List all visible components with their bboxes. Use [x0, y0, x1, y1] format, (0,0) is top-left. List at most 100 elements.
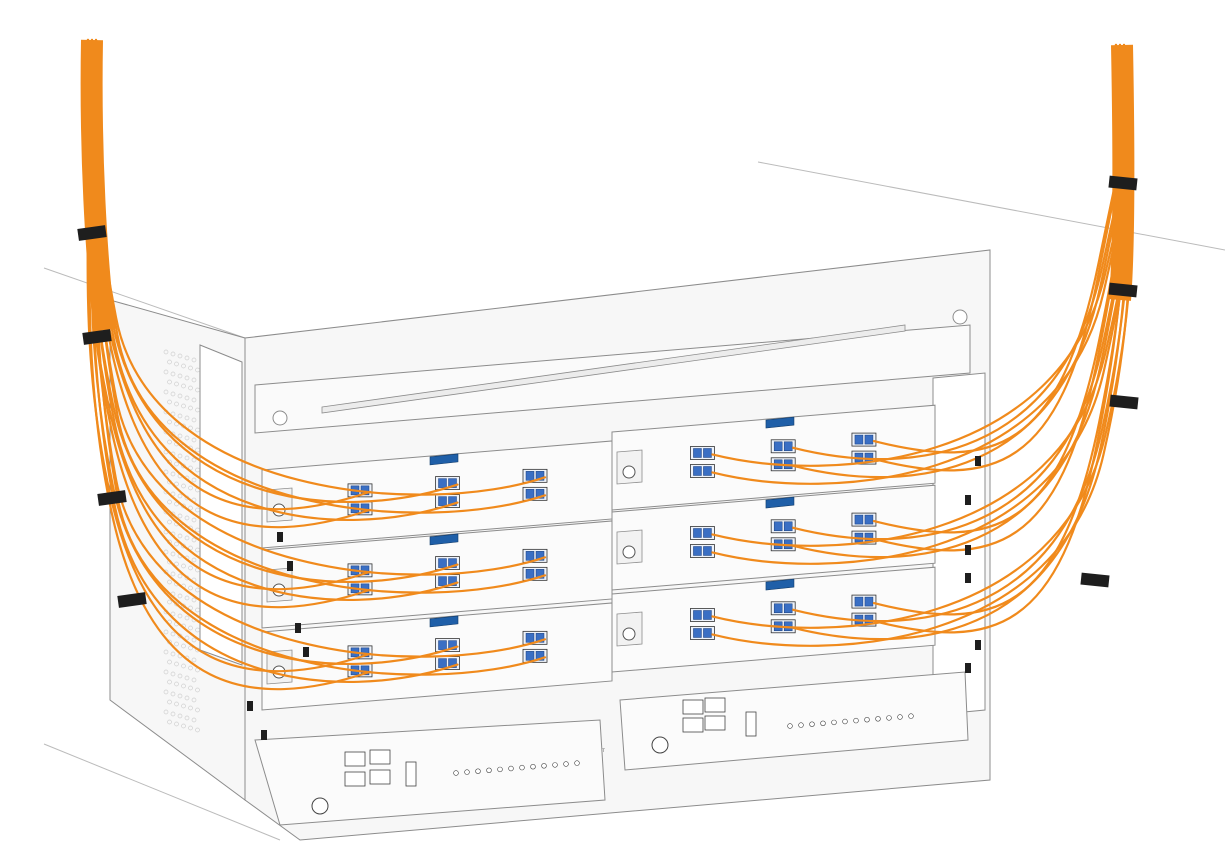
vent-hole	[188, 405, 193, 411]
lc-connector	[448, 558, 457, 568]
vent-hole	[184, 675, 190, 681]
vent-hole	[195, 427, 200, 433]
vent-hole	[174, 601, 179, 607]
slot-status-led	[530, 763, 536, 770]
fiber-clip	[295, 623, 301, 633]
air-vent-slot	[321, 324, 906, 414]
vent-hole	[177, 633, 183, 639]
lc-connector	[703, 466, 712, 476]
ethernet-port	[344, 771, 366, 787]
fiber-clip	[965, 663, 971, 673]
usb-port	[405, 761, 417, 787]
vent-hole	[195, 627, 200, 633]
slot-status-led	[831, 719, 837, 726]
lc-connector	[525, 551, 535, 561]
lc-connector	[864, 596, 874, 607]
lc-connector	[525, 489, 535, 499]
lc-connector	[535, 569, 545, 579]
slot-status-led	[875, 716, 881, 722]
vent-hole	[163, 469, 169, 475]
slot-status-led	[497, 766, 503, 773]
lc-connector	[693, 528, 702, 538]
vent-hole	[191, 417, 197, 423]
supervisor-card	[619, 671, 969, 771]
vent-hole	[191, 377, 197, 383]
vent-hole	[177, 453, 183, 459]
lc-connector	[703, 546, 712, 556]
slot-status-led	[787, 723, 793, 729]
vent-hole	[170, 351, 176, 357]
vent-hole	[170, 711, 176, 717]
vent-hole	[188, 505, 193, 511]
vent-hole	[184, 715, 190, 721]
slot-status-led	[563, 761, 569, 767]
slot-status-led	[864, 716, 870, 723]
lc-connector	[525, 633, 535, 643]
ethernet-port	[369, 749, 391, 765]
vent-hole	[195, 507, 200, 513]
lc-connector	[438, 558, 447, 568]
vent-hole	[163, 509, 169, 515]
vent-hole	[181, 563, 186, 569]
vent-hole	[191, 557, 197, 563]
vent-hole	[181, 703, 186, 709]
vent-hole	[163, 669, 169, 675]
cable-tie	[1109, 394, 1139, 410]
slot-status-led	[486, 767, 492, 773]
vent-hole	[174, 541, 179, 547]
vent-hole	[184, 535, 190, 541]
vent-hole	[184, 635, 190, 641]
usb-port	[745, 711, 757, 737]
lc-connector	[783, 521, 793, 532]
cable-tie	[77, 225, 107, 241]
thumb-screw	[622, 545, 636, 559]
vent-hole	[191, 637, 197, 643]
vent-hole	[188, 585, 193, 591]
vent-hole	[174, 561, 179, 567]
lc-connector	[448, 496, 457, 506]
rack-edge-line	[43, 267, 246, 339]
slot-status-led	[842, 718, 848, 725]
blue-latch	[765, 578, 795, 591]
vent-hole	[195, 687, 200, 693]
vent-hole	[163, 349, 169, 355]
vent-hole	[191, 677, 197, 683]
vent-hole	[177, 673, 183, 679]
vent-hole	[191, 717, 197, 723]
blue-latch	[765, 496, 795, 509]
slot-status-led	[464, 769, 470, 775]
fiber-clip	[965, 495, 971, 505]
vent-hole	[195, 547, 200, 553]
vent-hole	[181, 383, 186, 389]
vent-hole	[170, 691, 176, 697]
lc-connector	[773, 603, 783, 614]
vent-hole	[163, 429, 169, 435]
vent-hole	[181, 643, 186, 649]
vent-hole	[167, 659, 172, 665]
fan-tray-panel	[254, 324, 971, 434]
fiber-clip	[261, 730, 267, 740]
cable-tie	[97, 490, 127, 506]
lc-connector	[864, 434, 874, 445]
vent-hole	[170, 471, 176, 477]
vent-hole	[170, 651, 176, 657]
ethernet-port	[704, 715, 726, 731]
vent-hole	[170, 571, 176, 577]
vent-hole	[170, 551, 176, 557]
fiber-trunk-right	[1109, 44, 1135, 301]
lc-connector	[773, 441, 783, 452]
blue-latch	[765, 416, 795, 429]
vent-hole	[184, 615, 190, 621]
lc-connector	[448, 658, 457, 668]
lc-connector	[438, 658, 447, 668]
mounting-ear-left	[199, 344, 243, 666]
lc-connector	[693, 466, 702, 476]
lc-connector	[864, 514, 874, 525]
vent-hole	[188, 705, 193, 711]
vent-hole	[184, 395, 190, 401]
vent-hole	[191, 477, 197, 483]
lc-connector	[438, 640, 447, 650]
vent-hole	[167, 719, 172, 725]
lc-connector	[438, 576, 447, 586]
vent-hole	[174, 501, 179, 507]
